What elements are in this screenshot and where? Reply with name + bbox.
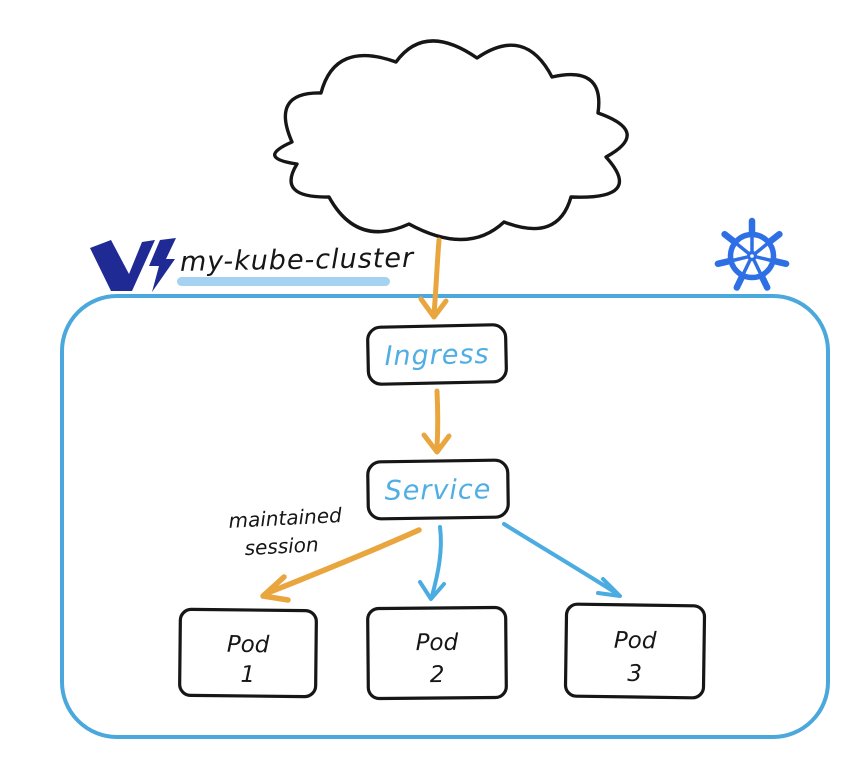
v-bolt-monogram-logo — [90, 238, 176, 292]
cluster-boundary — [60, 294, 830, 739]
arrow-service-to-pod1-orange — [260, 527, 422, 603]
session-note-line2: session — [244, 532, 319, 560]
session-note: maintained session — [228, 503, 343, 560]
cluster-name-label: my-kube-cluster — [180, 243, 416, 278]
pod-2-label: Pod — [416, 630, 459, 656]
session-note-line1: maintained — [228, 503, 343, 533]
internet-cloud-icon — [273, 39, 629, 242]
pod-node-2: Pod 2 — [366, 605, 508, 701]
arrow-cloud-to-ingress — [418, 237, 449, 320]
arrow-ingress-to-service — [421, 388, 452, 455]
ingress-node: Ingress — [366, 323, 508, 386]
pod-1-label: Pod — [227, 632, 270, 658]
service-label: Service — [384, 474, 491, 506]
arrow-service-to-pod3 — [502, 522, 622, 598]
pod-1-number: 1 — [240, 662, 255, 688]
pod-node-3: Pod 3 — [563, 602, 707, 700]
pod-3-label: Pod — [614, 628, 657, 655]
ingress-label: Ingress — [384, 339, 490, 372]
pod-node-1: Pod 1 — [178, 607, 318, 699]
pod-3-number: 3 — [627, 661, 642, 687]
arrow-service-to-pod2 — [418, 525, 446, 601]
service-node: Service — [366, 458, 510, 521]
cluster-name-underline — [177, 277, 390, 286]
kubernetes-wheel-icon — [714, 217, 790, 291]
pod-2-number: 2 — [430, 662, 445, 688]
